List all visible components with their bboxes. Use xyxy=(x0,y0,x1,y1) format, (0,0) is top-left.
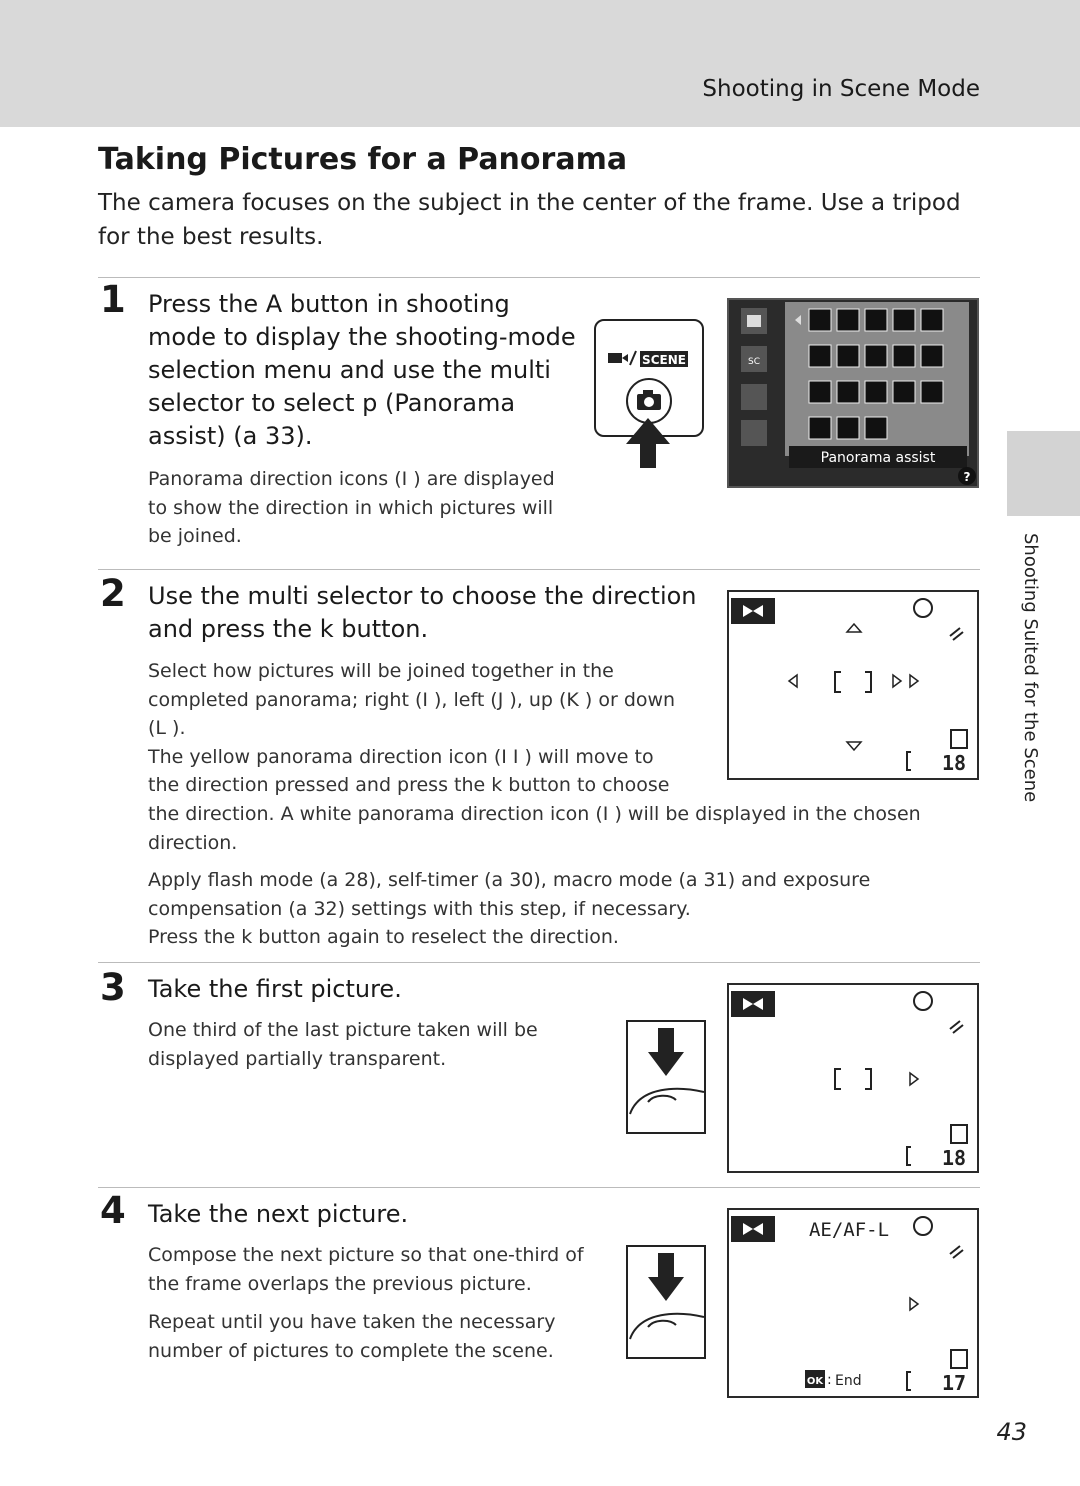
svg-text:SC: SC xyxy=(748,357,760,367)
step-text: Compose the next picture so that one-thi… xyxy=(148,1244,584,1295)
divider xyxy=(98,962,980,963)
step-number: 3 xyxy=(100,966,126,1009)
down-arrow-icon xyxy=(845,741,863,752)
first-picture-screen: 18 xyxy=(727,983,979,1173)
step-heading: Take the first picture. xyxy=(148,975,402,1003)
step-note: Apply flash mode (a 28), self-timer (a 3… xyxy=(148,869,871,949)
step-heading: Use the multi selector to choose the dir… xyxy=(148,582,697,643)
step-text: Panorama direction icons (I ) are displa… xyxy=(148,468,555,548)
vr-icon xyxy=(913,598,933,618)
svg-text::: : xyxy=(827,1372,832,1388)
image-size-icon xyxy=(950,729,968,749)
intro-text: The camera focuses on the subject in the… xyxy=(98,190,961,250)
menu-item-label: Panorama assist xyxy=(821,450,936,466)
direction-select-screen: 18 xyxy=(727,590,979,780)
scene-menu-screen: SC Panorama assist ? xyxy=(727,298,979,488)
step-number: 2 xyxy=(100,572,126,615)
step-number: 4 xyxy=(100,1189,126,1232)
step-heading: Take the next picture. xyxy=(148,1200,409,1228)
image-size-icon xyxy=(950,1349,968,1369)
right-arrow-icon xyxy=(892,673,903,689)
arrow-up-icon xyxy=(626,418,670,468)
memory-icon xyxy=(906,751,911,771)
shutter-press-illustration xyxy=(626,1245,706,1359)
help-icon: ? xyxy=(964,470,971,484)
page-number: 43 xyxy=(996,1418,1027,1446)
step-text: Select how pictures will be joined toget… xyxy=(148,660,921,854)
finger-icon xyxy=(629,1087,704,1115)
vr-icon xyxy=(913,991,933,1011)
left-arrow-icon xyxy=(787,673,798,689)
camera-icon xyxy=(637,390,661,410)
arrow-down-icon xyxy=(648,1028,684,1076)
vr-icon xyxy=(913,1216,933,1236)
image-size-icon xyxy=(950,1124,968,1144)
remaining-counter: 18 xyxy=(942,1146,966,1170)
next-picture-screen: AE/AF-L OK : End 17 xyxy=(727,1208,979,1398)
up-arrow-icon xyxy=(845,622,863,633)
remaining-counter: 17 xyxy=(942,1371,966,1395)
remaining-counter: 18 xyxy=(942,751,966,775)
chapter-label: Shooting Suited for the Scene xyxy=(1020,533,1041,803)
memory-icon xyxy=(906,1371,911,1391)
divider xyxy=(98,569,980,570)
divider xyxy=(98,277,980,278)
focus-brackets-icon xyxy=(834,1068,872,1090)
section-title: Shooting in Scene Mode xyxy=(702,76,980,102)
end-label: End xyxy=(835,1373,862,1389)
header-bar xyxy=(0,0,1080,127)
signal-icon xyxy=(949,1245,964,1259)
step-text: One third of the last picture taken will… xyxy=(148,1019,538,1070)
step-heading: Press the A button in shooting mode to d… xyxy=(148,290,576,450)
right-arrow-icon xyxy=(909,1296,920,1312)
step-note: Repeat until you have taken the necessar… xyxy=(148,1311,556,1362)
chapter-tab xyxy=(1007,431,1080,516)
svg-text:OK: OK xyxy=(807,1376,825,1387)
page-title: Taking Pictures for a Panorama xyxy=(98,142,628,177)
ae-af-lock-indicator: AE/AF-L xyxy=(809,1219,889,1241)
finger-icon xyxy=(629,1312,704,1340)
scene-label: SCENE xyxy=(642,353,686,367)
ok-icon xyxy=(805,1370,825,1388)
arrow-down-icon xyxy=(648,1253,684,1301)
signal-icon xyxy=(949,627,964,641)
focus-brackets-icon xyxy=(834,671,872,693)
scene-button-illustration: SCENE xyxy=(594,319,704,437)
movie-icon xyxy=(608,350,637,366)
shutter-press-illustration xyxy=(626,1020,706,1134)
memory-icon xyxy=(906,1146,911,1166)
step-number: 1 xyxy=(100,278,126,321)
right-arrow-icon xyxy=(909,1071,920,1087)
divider xyxy=(98,1187,980,1188)
signal-icon xyxy=(949,1020,964,1034)
